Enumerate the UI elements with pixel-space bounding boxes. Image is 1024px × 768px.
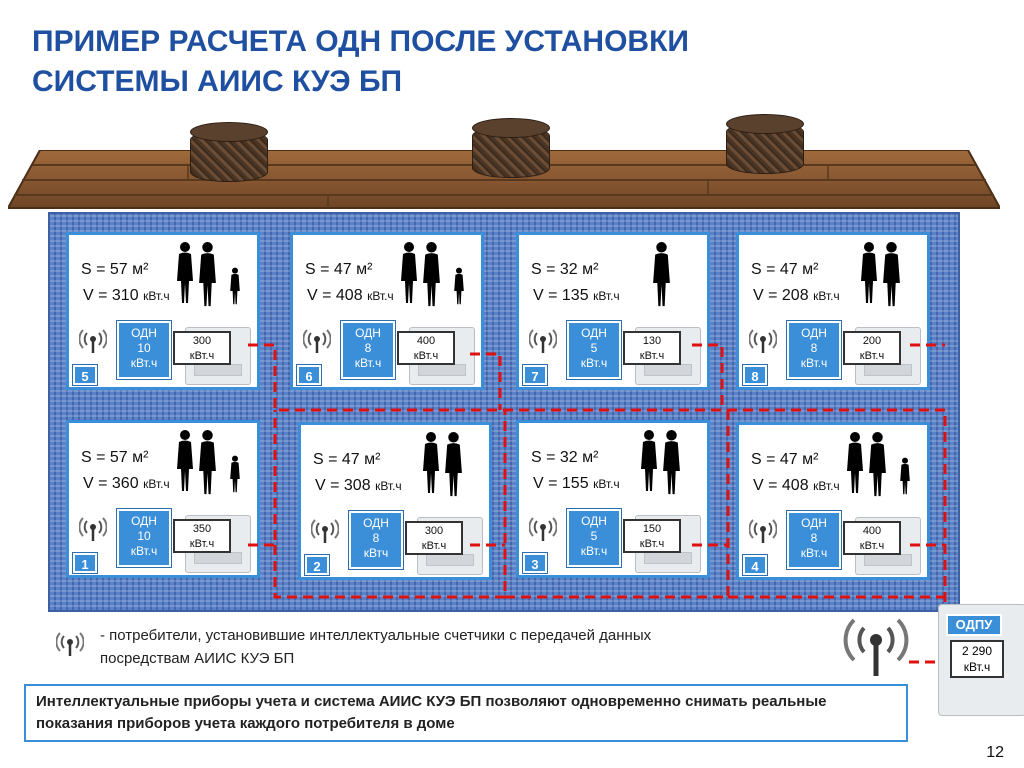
apartment-2: S = 47 м² V = 308 кВт.ч ОДН 8 кВтч 300 к… <box>298 422 492 580</box>
apartment-number: 3 <box>523 553 547 573</box>
chimney <box>472 118 550 178</box>
consumption-text: V = 208 кВт.ч <box>753 287 840 304</box>
meter-reading: 400 кВт.ч <box>397 331 455 365</box>
odpu-label: ОДПУ <box>946 614 1002 636</box>
couple-icon <box>861 242 900 307</box>
area-text: S = 47 м² <box>751 261 819 278</box>
antenna-icon <box>311 519 339 543</box>
apartment-number: 2 <box>305 555 329 575</box>
title-line-2: СИСТЕМЫ АИИС КУЭ БП <box>32 65 403 98</box>
antenna-icon <box>56 632 84 656</box>
consumption-text: V = 360 кВт.ч <box>83 475 170 492</box>
apartment-number: 4 <box>743 555 767 575</box>
area-text: S = 32 м² <box>531 261 599 278</box>
consumption-text: V = 408 кВт.ч <box>753 477 840 494</box>
odn-box: ОДН 10 кВт.ч <box>117 509 171 567</box>
consumption-text: V = 135 кВт.ч <box>533 287 620 304</box>
meter-reading: 130 кВт.ч <box>623 331 681 365</box>
area-text: S = 32 м² <box>531 449 599 466</box>
chimney <box>726 114 804 174</box>
odpu-reading: 2 290 кВт.ч <box>950 640 1004 678</box>
antenna-icon <box>529 517 557 541</box>
couple-icon <box>641 430 680 495</box>
meter-reading: 300 кВт.ч <box>405 521 463 555</box>
title-line-1: ПРИМЕР РАСЧЕТА ОДН ПОСЛЕ УСТАНОВКИ <box>32 25 689 58</box>
odn-box: ОДН 8 кВт.ч <box>341 321 395 379</box>
antenna-icon <box>79 517 107 541</box>
consumption-text: V = 308 кВт.ч <box>315 477 402 494</box>
chimney <box>190 122 268 182</box>
apartment-4: S = 47 м² V = 408 кВт.ч ОДН 8 кВт.ч 400 … <box>736 422 930 580</box>
apartment-5: S = 57 м² V = 310 кВт.ч ОДН 10 кВт.ч 300… <box>66 232 260 390</box>
antenna-icon <box>529 329 557 353</box>
legend-text: - потребители, установившие интеллектуал… <box>100 627 652 667</box>
family-icon <box>177 242 240 307</box>
apartment-number: 7 <box>523 365 547 385</box>
odn-box: ОДН 10 кВт.ч <box>117 321 171 379</box>
meter-reading: 350 кВт.ч <box>173 519 231 553</box>
antenna-icon <box>303 329 331 353</box>
meter-reading: 300 кВт.ч <box>173 331 231 365</box>
apartment-6: S = 47 м² V = 408 кВт.ч ОДН 8 кВт.ч 400 … <box>290 232 484 390</box>
apartment-8: S = 47 м² V = 208 кВт.ч ОДН 8 кВт.ч 200 … <box>736 232 930 390</box>
consumption-text: V = 310 кВт.ч <box>83 287 170 304</box>
family-icon <box>177 430 240 495</box>
family-icon <box>401 242 464 307</box>
apartment-7: S = 32 м² V = 135 кВт.ч ОДН 5 кВт.ч 130 … <box>516 232 710 390</box>
antenna-icon <box>749 519 777 543</box>
couple-icon <box>423 432 462 497</box>
consumption-text: V = 408 кВт.ч <box>307 287 394 304</box>
family-icon <box>847 432 910 497</box>
meter-reading: 200 кВт.ч <box>843 331 901 365</box>
odn-box: ОДН 8 кВт.ч <box>787 511 841 569</box>
consumption-text: V = 155 кВт.ч <box>533 475 620 492</box>
apartment-number: 8 <box>743 365 767 385</box>
antenna-icon <box>843 618 909 676</box>
odn-box: ОДН 5 кВт.ч <box>567 509 621 567</box>
apartment-1: S = 57 м² V = 360 кВт.ч ОДН 10 кВт.ч 350… <box>66 420 260 578</box>
apartment-number: 1 <box>73 553 97 573</box>
antenna-icon <box>749 329 777 353</box>
area-text: S = 47 м² <box>313 451 381 468</box>
odn-box: ОДН 8 кВт.ч <box>787 321 841 379</box>
odn-box: ОДН 8 кВтч <box>349 511 403 569</box>
page-number: 12 <box>986 744 1004 761</box>
apartment-3: S = 32 м² V = 155 кВт.ч ОДН 5 кВт.ч 150 … <box>516 420 710 578</box>
apartment-number: 5 <box>73 365 97 385</box>
antenna-icon <box>79 329 107 353</box>
apartment-number: 6 <box>297 365 321 385</box>
meter-reading: 150 кВт.ч <box>623 519 681 553</box>
area-text: S = 47 м² <box>305 261 373 278</box>
person-icon <box>653 242 670 307</box>
page-title: ПРИМЕР РАСЧЕТА ОДН ПОСЛЕ УСТАНОВКИ СИСТЕ… <box>32 22 932 102</box>
area-text: S = 47 м² <box>751 451 819 468</box>
odn-box: ОДН 5 кВт.ч <box>567 321 621 379</box>
area-text: S = 57 м² <box>81 449 149 466</box>
area-text: S = 57 м² <box>81 261 149 278</box>
meter-reading: 400 кВт.ч <box>843 521 901 555</box>
info-box: Интеллектуальные приборы учета и система… <box>24 684 908 742</box>
